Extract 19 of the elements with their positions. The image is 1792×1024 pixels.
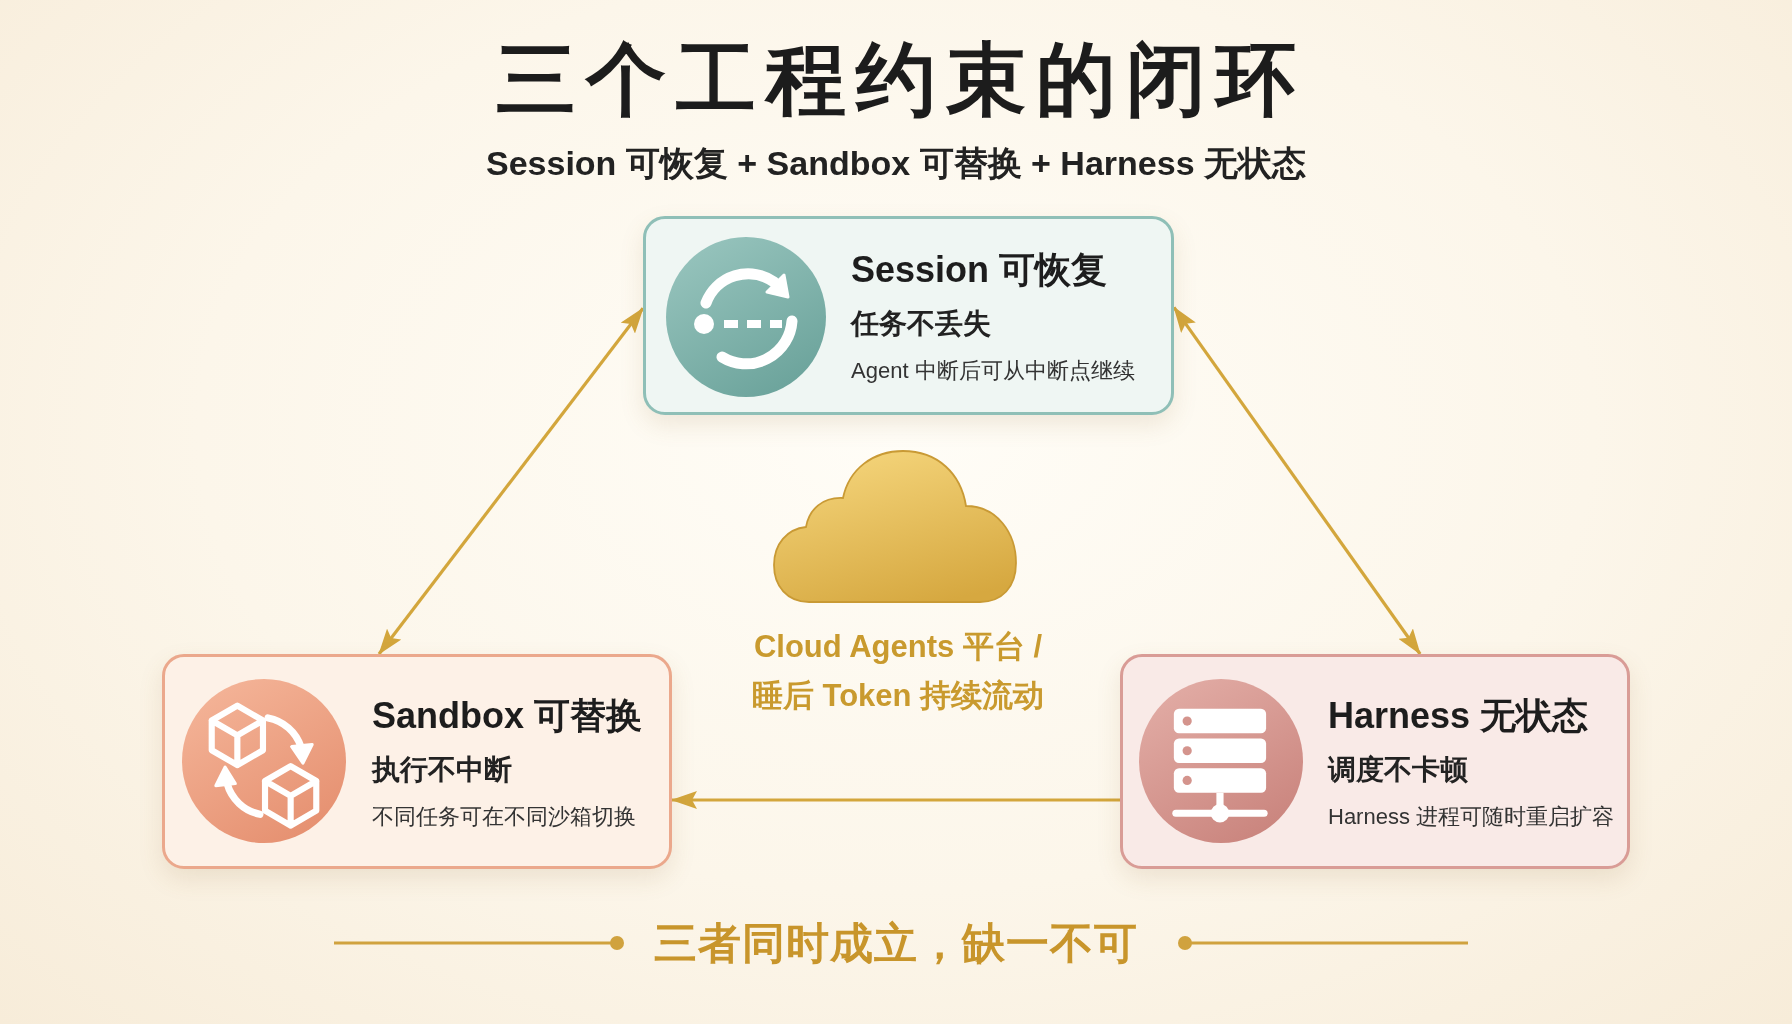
double-arrow (377, 307, 645, 655)
summary-text: 三者同时成立，缺一不可 (654, 918, 1138, 969)
card-subtitle: 执行不中断 (372, 752, 512, 787)
harness-card (1120, 654, 1630, 869)
card-description: 不同任务可在不同沙箱切换 (372, 802, 636, 830)
title: 三个工程约束的闭环 (495, 34, 1306, 126)
arrow (671, 791, 1120, 809)
card-title: Sandbox 可替换 (372, 693, 643, 737)
card-title: Session 可恢复 (851, 247, 1108, 291)
subtitle: Session 可恢复 + Sandbox 可替换 + Harness 无状态 (486, 143, 1306, 184)
session-card (643, 216, 1174, 415)
double-arrow (1172, 306, 1422, 655)
card-title: Harness 无状态 (1328, 693, 1589, 737)
sandbox-card (162, 654, 672, 869)
card-description: Harness 进程可随时重启扩容 (1328, 802, 1615, 830)
cloud-caption: Cloud Agents 平台 / 睡后 Token 持续流动 (750, 628, 1046, 715)
card-description: Agent 中断后可从中断点继续 (851, 356, 1135, 384)
card-subtitle: 任务不丢失 (851, 306, 991, 341)
card-subtitle: 调度不卡顿 (1328, 752, 1468, 787)
